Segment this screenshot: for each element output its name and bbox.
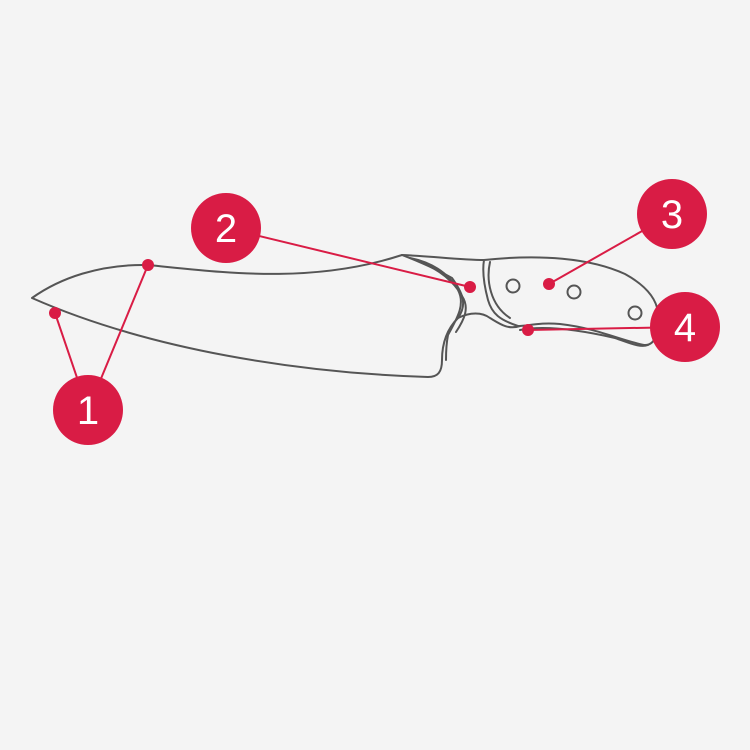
- callout-badge-4: 4: [650, 292, 720, 362]
- callout-number-4: 4: [674, 306, 696, 350]
- knife-blade-outline: [31, 254, 465, 378]
- callout-badge-1: 1: [53, 375, 123, 445]
- knife-illustration: [31, 254, 660, 378]
- leader-line-2: [225, 227, 471, 288]
- anchor-dot-tip: [49, 307, 61, 319]
- callout-number-2: 2: [215, 207, 237, 251]
- callout-badge-2: 2: [191, 193, 261, 263]
- rivet-icon: [566, 284, 582, 300]
- callout-number-3: 3: [661, 193, 683, 237]
- anchor-dot-bolster: [464, 281, 476, 293]
- anchor-dot-spine: [142, 259, 154, 271]
- anchor-dots: [49, 259, 555, 336]
- callout-number-1: 1: [77, 389, 99, 433]
- anchor-dot-grip: [522, 324, 534, 336]
- knife-bolster-outline: [401, 254, 521, 361]
- leader-lines: [54, 213, 686, 411]
- anchor-dot-handle: [543, 278, 555, 290]
- rivet-icon: [505, 278, 521, 294]
- rivet-icon: [627, 305, 643, 321]
- knife-handle-inner-outline: [487, 261, 649, 347]
- knife-handle-outline: [482, 256, 660, 346]
- callout-badge-3: 3: [637, 179, 707, 249]
